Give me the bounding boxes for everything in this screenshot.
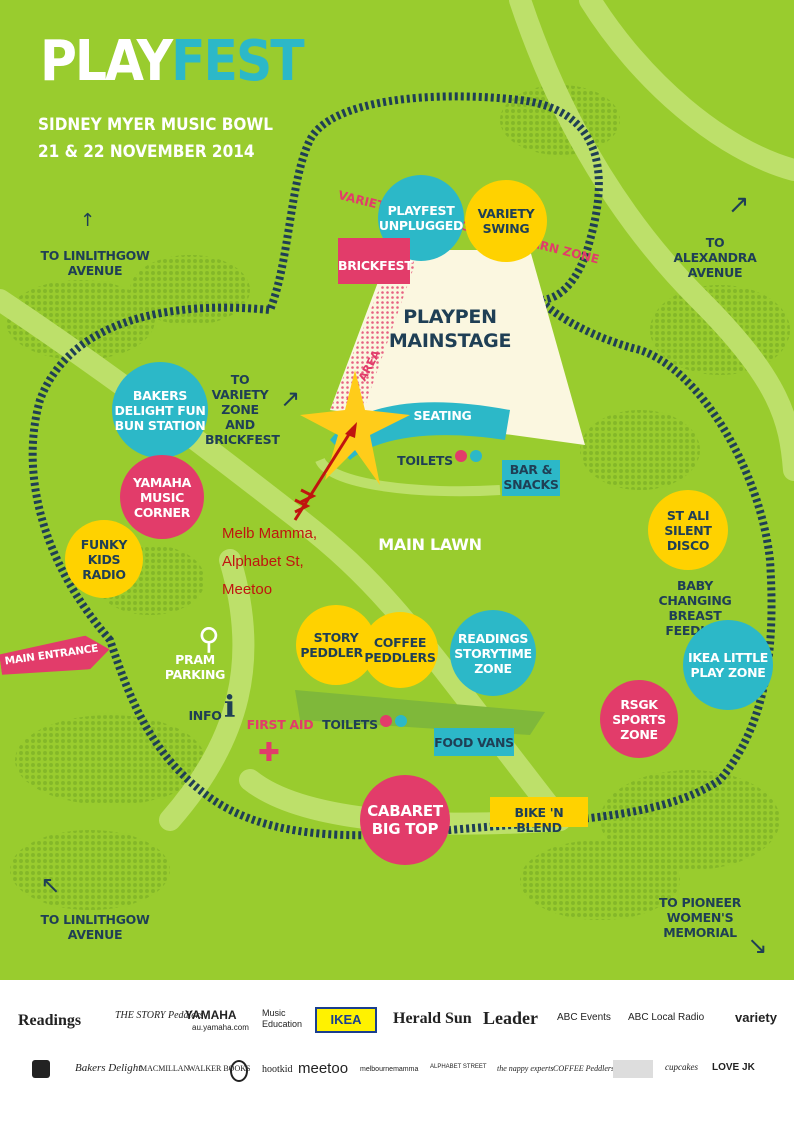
sponsor-abc-local-radio: ABC Local Radio: [628, 1012, 705, 1023]
annotation-arrow-icon: [293, 422, 357, 521]
logo-fest: FEST: [171, 29, 305, 94]
playpen-mainstage: PLAYPEN MAINSTAGE: [388, 306, 512, 352]
playfest-unplugged: PLAYFEST UNPLUGGED: [378, 175, 464, 261]
toilets-bottom-icon: [380, 712, 407, 731]
bike-blend-box: [490, 797, 588, 827]
sponsor-readings: Readings: [18, 1012, 82, 1029]
bar-snacks-label: BAR & SNACKS: [503, 462, 559, 492]
toilets-top-icon: [455, 447, 482, 466]
sponsor-ikea: IKEA: [315, 1007, 377, 1033]
sponsor-bakers-delight: Bakers Delight: [75, 1062, 142, 1074]
direction-linlithgow-bottom: TO LINLITHGOW AVENUE: [40, 912, 150, 942]
seating-label: SEATING: [413, 408, 472, 423]
map-background: [0, 0, 794, 920]
sponsor-alphabet-street: ALPHABET STREET: [430, 1064, 487, 1070]
sponsor-logo-block: [613, 1060, 653, 1078]
sponsor-music-education: Music Education: [262, 1008, 303, 1029]
sponsor-leader: Leader: [483, 1008, 538, 1028]
info-label: INFO: [188, 708, 222, 723]
annotation-text: Melb Mamma, Alphabet St, Meetoo: [222, 520, 317, 604]
sponsor-nappy-experts: the nappy experts: [497, 1064, 554, 1073]
direction-linlithgow-top: TO LINLITHGOW AVENUE: [40, 248, 150, 278]
sponsor-variety: variety: [735, 1010, 777, 1025]
sponsor-abc-events: ABC Events: [557, 1012, 611, 1023]
sponsor-yamaha-url: au.yamaha.com: [192, 1023, 249, 1032]
variety-swing: VARIETY SWING: [465, 180, 547, 262]
sponsor-melbourne-mamma: melbournemamma: [360, 1066, 419, 1073]
toilets-bottom-label: TOILETS: [322, 717, 378, 732]
arrow-up-icon: ↑: [80, 210, 96, 231]
sponsor-yamaha: YAMAHA: [185, 1008, 237, 1022]
st-ali-silent-disco: ST ALI SILENT DISCO: [648, 490, 728, 570]
annotation-line-2: Alphabet St,: [222, 553, 304, 570]
logo: PLAYFEST: [40, 29, 305, 94]
sponsor-love-jk: LOVE JK: [712, 1062, 755, 1073]
readings-storytime-zone: READINGS STORYTIME ZONE: [450, 610, 536, 696]
sponsor-meetoo: meetoo: [298, 1060, 349, 1077]
direction-alexandra: TO ALEXANDRA AVENUE: [673, 235, 757, 280]
sponsor-cupcakes: cupcakes: [665, 1062, 698, 1072]
story-peddlers: STORY PEDDLERS: [296, 605, 376, 685]
ikea-little-play-zone: IKEA LITTLE PLAY ZONE: [683, 620, 773, 710]
toilets-top-label: TOILETS: [397, 453, 453, 468]
sponsor-coffee-peddlers: COFFEE Peddlers: [553, 1064, 615, 1073]
sponsor-walker-books: WALKER BOOKS: [188, 1064, 251, 1073]
sponsor-crest-icon: [32, 1060, 50, 1078]
sponsor-penguin-icon: [230, 1060, 248, 1082]
sponsor-footer: Readings THE STORY Peddlers YAMAHA au.ya…: [0, 980, 794, 1123]
logo-play: PLAY: [40, 29, 173, 94]
direction-variety-zone: TO VARIETY ZONE AND BRICKFEST: [205, 372, 280, 447]
event-dates: 21 & 22 NOVEMBER 2014: [38, 142, 255, 162]
first-aid-icon: ✚: [258, 738, 280, 768]
sponsor-herald-sun: Herald Sun: [393, 1010, 472, 1027]
brickfest-block: [338, 238, 410, 284]
annotation-line-3: Meetoo: [222, 581, 273, 598]
brickfest-label: BRICKFEST: [338, 258, 413, 273]
pram-parking-label: PRAM PARKING: [164, 652, 226, 682]
funky-kids-radio: FUNKY KIDS RADIO: [65, 520, 143, 598]
bakers-delight-station: BAKERS DELIGHT FUN BUN STATION: [112, 362, 208, 458]
cabaret-big-top: CABARET BIG TOP: [360, 775, 450, 865]
food-vans-box: [434, 728, 514, 756]
first-aid-label: FIRST AID: [246, 717, 314, 732]
main-lawn-label: MAIN LAWN: [378, 535, 482, 554]
direction-pioneer: TO PIONEER WOMEN'S MEMORIAL: [658, 895, 742, 940]
coffee-peddlers: COFFEE PEDDLERS: [362, 612, 438, 688]
sponsor-hootkid: hootkid: [262, 1064, 293, 1075]
rsgk-sports-zone: RSGK SPORTS ZONE: [600, 680, 678, 758]
bike-blend-label: BIKE 'N BLEND: [514, 805, 564, 835]
annotation-line-1: Melb Mamma,: [222, 525, 318, 542]
bar-snacks-box: [502, 460, 560, 496]
venue-name: SIDNEY MYER MUSIC BOWL: [38, 115, 274, 135]
food-vans-label: FOOD VANS: [434, 735, 514, 750]
info-icon: i: [224, 690, 236, 725]
sponsor-macmillan: MACMILLAN: [140, 1064, 190, 1073]
sponsor-story-peddlers: THE STORY Peddlers: [115, 1010, 204, 1021]
pram-icon: ⚲: [198, 622, 220, 657]
yamaha-music-corner: YAMAHA MUSIC CORNER: [120, 455, 204, 539]
